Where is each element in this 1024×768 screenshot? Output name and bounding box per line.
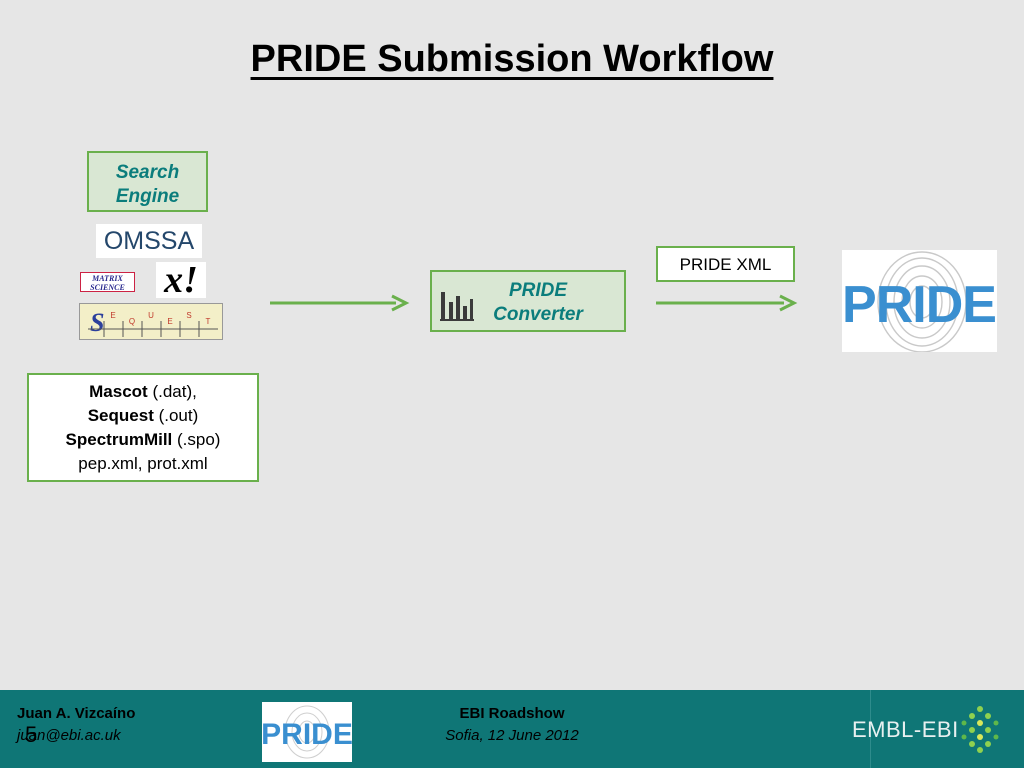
converter-line1: PRIDE xyxy=(508,280,568,301)
converter-line2: Converter xyxy=(493,304,583,325)
omssa-logo-text: OMSSA xyxy=(103,227,195,255)
footer-event: EBI Roadshow xyxy=(459,705,565,722)
search-engine-box: Search Engine xyxy=(87,151,208,212)
format-ext: (.spo) xyxy=(172,430,221,449)
sequest-letter: E xyxy=(167,317,172,326)
arrow-to-pride xyxy=(656,294,798,312)
format-line-mascot: Mascot (.dat), xyxy=(29,380,257,404)
sequest-letter: S xyxy=(186,311,191,320)
format-name: Sequest xyxy=(87,406,154,425)
search-engine-line1: Search xyxy=(115,162,180,183)
footer-date: Sofia, 12 June 2012 xyxy=(445,727,579,744)
matrix-logo-line2: SCIENCE xyxy=(90,283,125,292)
embl-ebi-label: EMBL-EBI xyxy=(852,717,959,742)
pride-converter-box: PRIDE Converter xyxy=(430,270,626,332)
bar-chart-icon xyxy=(440,292,474,321)
pride-logo: PRIDE xyxy=(842,250,997,353)
slide-title: PRIDE Submission Workflow xyxy=(250,38,774,80)
sequest-letter: Q xyxy=(129,317,135,326)
search-engine-line2: Engine xyxy=(115,186,180,207)
format-ext: pep.xml, prot.xml xyxy=(78,454,208,473)
matrix-science-logo: MATRIX SCIENCE xyxy=(80,272,135,292)
page-number: 5 xyxy=(25,722,38,747)
footer-email[interactable]: juan@ebi.ac.uk xyxy=(17,727,121,744)
sequest-letter: E xyxy=(110,311,115,320)
svg-text:PRIDE: PRIDE xyxy=(262,718,352,751)
pride-fingerprint-logo: PRIDE xyxy=(842,251,997,353)
svg-text:S: S xyxy=(90,308,104,337)
format-name: SpectrumMill xyxy=(65,430,173,449)
footer-bar: Juan A. Vizcaíno juan@ebi.ac.uk 5 EBI Ro… xyxy=(0,690,1024,768)
svg-text:PRIDE: PRIDE xyxy=(842,276,996,334)
sequest-letter: T xyxy=(206,317,211,326)
footer-divider xyxy=(870,690,871,768)
footer-pride-logo-graphic: PRIDE xyxy=(261,705,353,759)
format-ext: (.dat), xyxy=(147,382,197,401)
format-ext: (.out) xyxy=(153,406,199,425)
embl-ebi-helix-icon xyxy=(961,706,999,753)
omssa-logo: OMSSA xyxy=(96,224,202,258)
format-line-spectrummill: SpectrumMill (.spo) xyxy=(29,428,257,452)
sequest-letter: U xyxy=(148,311,154,320)
format-line-pepxml: pep.xml, prot.xml xyxy=(29,452,257,476)
pride-xml-box: PRIDE XML xyxy=(656,246,795,282)
format-name: Mascot xyxy=(89,382,148,401)
formats-box: Mascot (.dat), Sequest (.out) SpectrumMi… xyxy=(27,373,259,482)
arrow-to-converter xyxy=(270,294,410,312)
footer-pride-logo: PRIDE xyxy=(261,702,353,762)
format-line-sequest: Sequest (.out) xyxy=(29,404,257,428)
footer-author: Juan A. Vizcaíno xyxy=(17,705,136,722)
xtandem-logo: x! xyxy=(156,261,206,299)
matrix-logo-line1: MATRIX xyxy=(92,274,123,283)
